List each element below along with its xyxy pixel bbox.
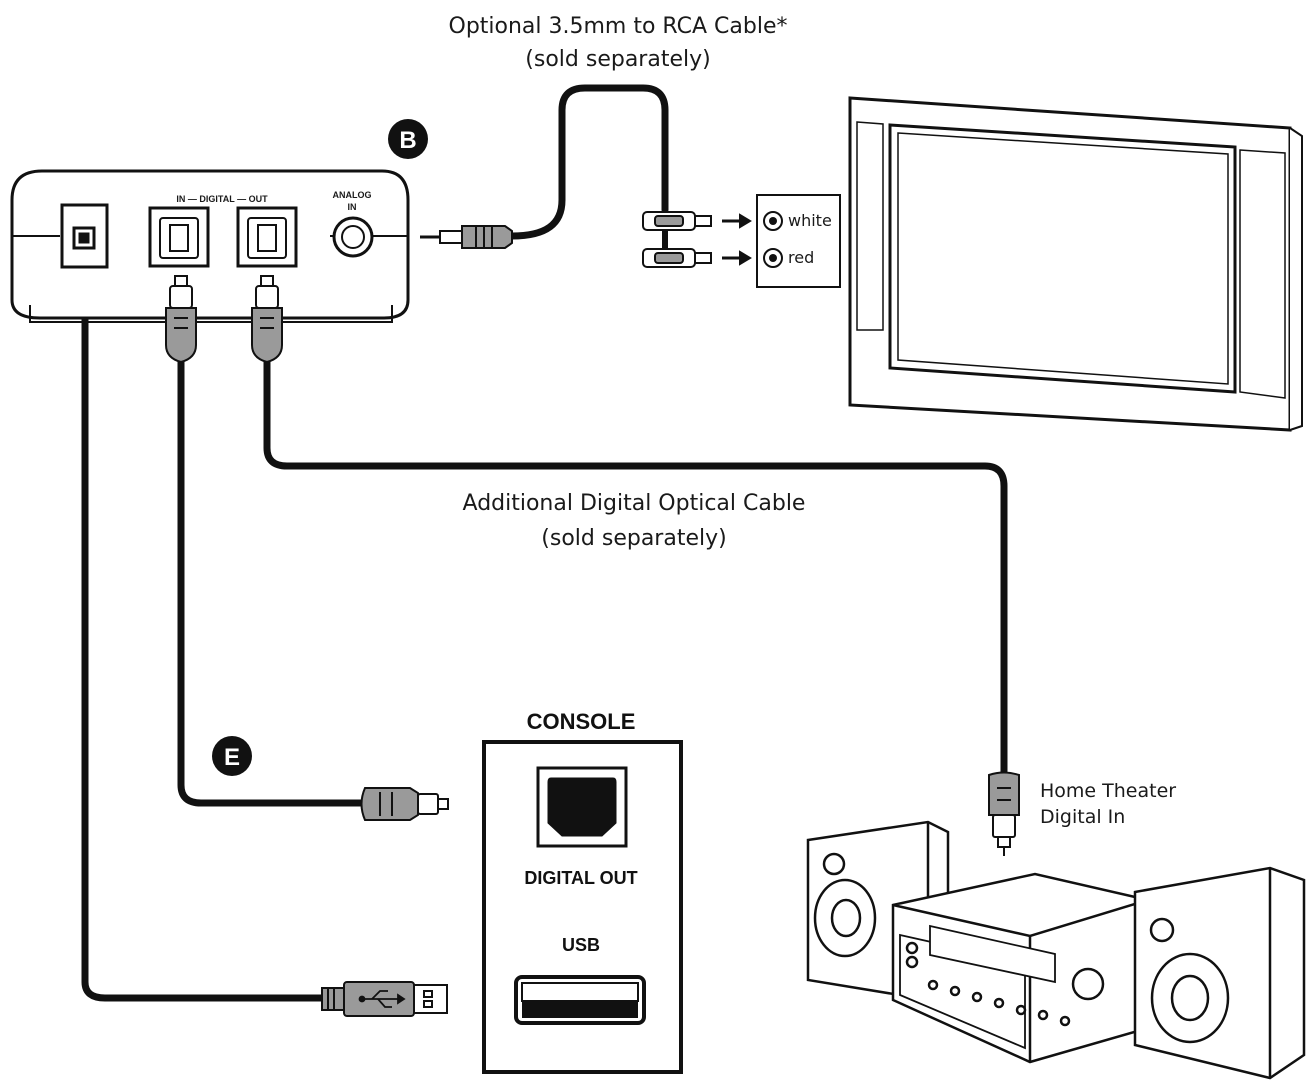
rca-white-label: white bbox=[788, 211, 832, 230]
optical-cable-to-console bbox=[177, 356, 369, 807]
home-theater-illustration bbox=[806, 820, 1306, 1080]
rca-red-label: red bbox=[788, 248, 814, 267]
port-label-group: IN — DIGITAL — OUT bbox=[176, 194, 268, 204]
mini-jack-plug bbox=[420, 225, 513, 249]
badge-b: B bbox=[388, 119, 428, 159]
receiver bbox=[891, 872, 1150, 1064]
rca-cable bbox=[508, 84, 669, 240]
optical-cable-subtitle: (sold separately) bbox=[541, 526, 726, 551]
rca-cable-title: Optional 3.5mm to RCA Cable* bbox=[449, 14, 788, 39]
optical-plug-in bbox=[165, 275, 197, 364]
console-usb-label: USB bbox=[562, 935, 600, 955]
console-optical-plug bbox=[360, 787, 449, 821]
svg-text:E: E bbox=[224, 744, 240, 771]
optical-plug-out bbox=[251, 275, 283, 364]
rca-plugs bbox=[642, 211, 752, 268]
badge-e: E bbox=[212, 736, 252, 776]
console-usb-port bbox=[514, 975, 646, 1025]
usb-trident-icon bbox=[358, 990, 406, 1008]
optical-cable-title: Additional Digital Optical Cable bbox=[463, 491, 806, 516]
console-title: CONSOLE bbox=[527, 709, 636, 734]
home-theater-label-line1: Home Theater bbox=[1040, 780, 1176, 802]
usb-plug bbox=[321, 981, 448, 1017]
home-theater-label-line2: Digital In bbox=[1040, 806, 1125, 828]
console-digital-out-label: DIGITAL OUT bbox=[524, 868, 637, 888]
tv-illustration bbox=[848, 96, 1303, 432]
rca-jack-white bbox=[763, 211, 783, 231]
port-label-analog: ANALOG bbox=[333, 190, 372, 200]
rca-cable-subtitle: (sold separately) bbox=[525, 47, 710, 72]
adapter-analog-in-port bbox=[332, 216, 374, 258]
svg-text:B: B bbox=[399, 127, 416, 154]
rca-jack-panel bbox=[756, 194, 841, 288]
cables bbox=[81, 84, 1008, 1002]
port-label-analog-in: IN bbox=[348, 202, 357, 212]
home-theater-optical-plug bbox=[988, 771, 1020, 856]
rca-jack-red bbox=[763, 248, 783, 268]
optical-cable-to-home-theater bbox=[263, 356, 1008, 779]
usb-cable bbox=[81, 248, 326, 1002]
right-speaker bbox=[1133, 866, 1306, 1080]
console-panel bbox=[482, 740, 683, 1074]
adapter-device bbox=[10, 169, 410, 323]
console-optical-port bbox=[536, 766, 628, 848]
